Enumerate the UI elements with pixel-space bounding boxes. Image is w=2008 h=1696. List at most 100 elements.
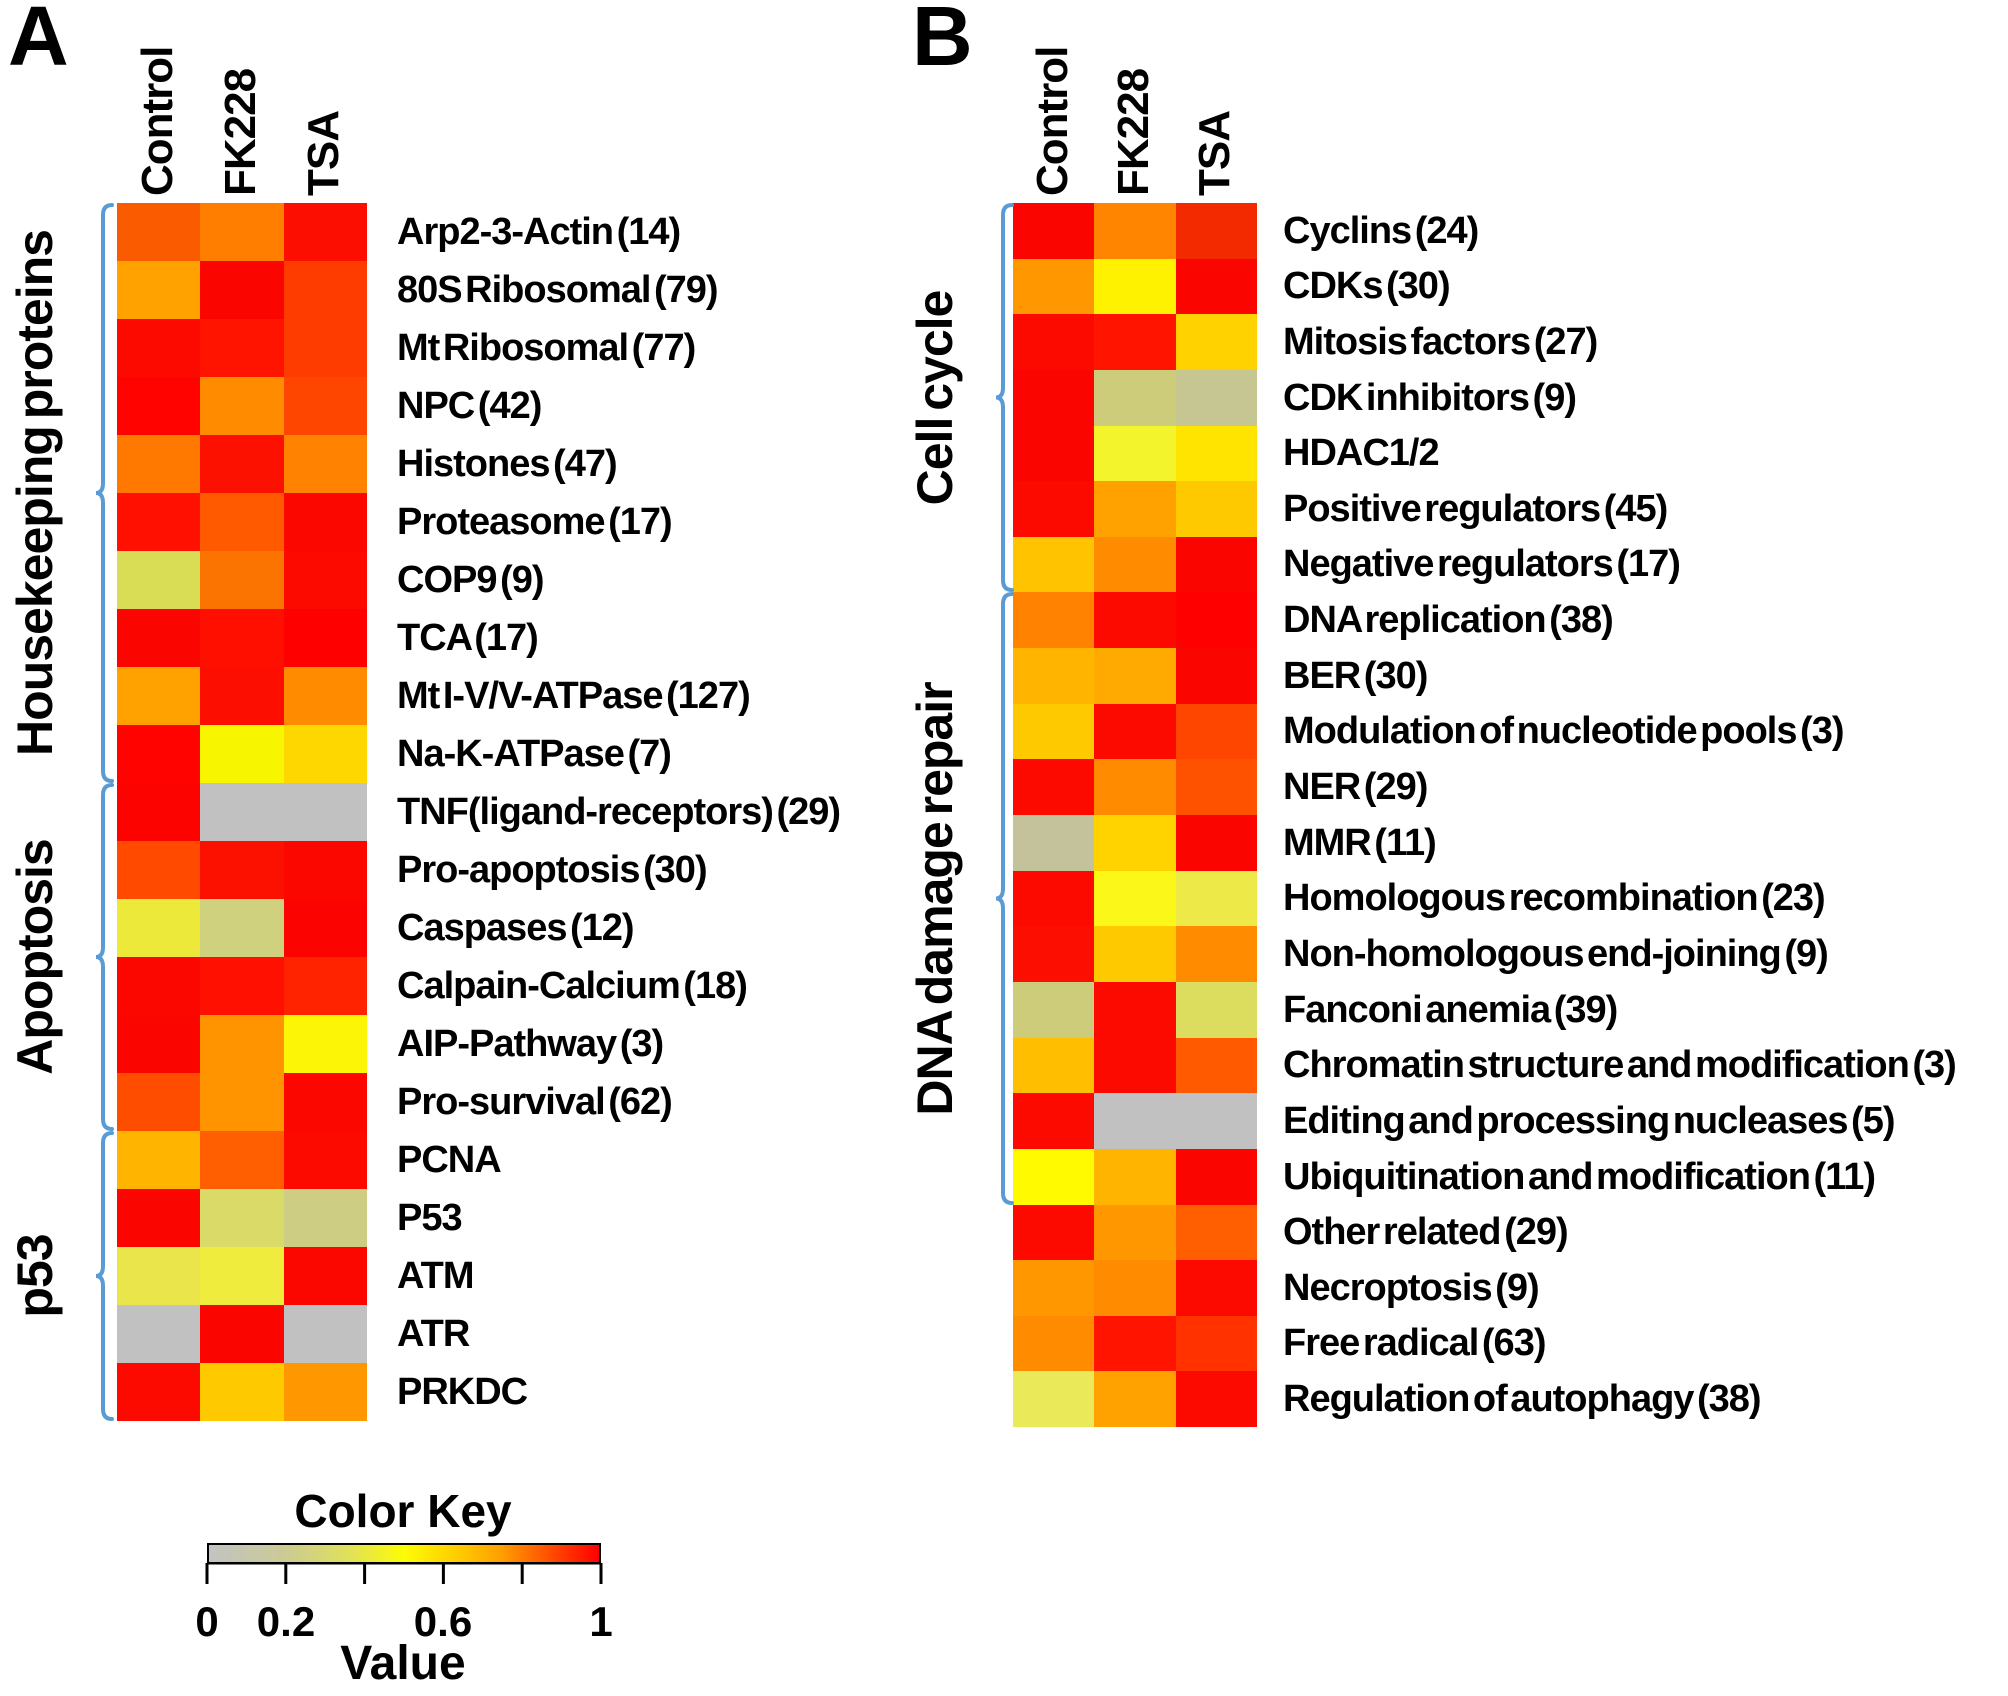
heatmap-cell xyxy=(1094,426,1176,481)
row-label: CDKs (30) xyxy=(1283,265,1451,307)
group-bracket xyxy=(995,592,1014,1205)
row-label: Pro-survival (62) xyxy=(397,1080,673,1123)
row-label: P53 xyxy=(397,1196,463,1239)
row-label: Free radical (63) xyxy=(1283,1322,1546,1364)
heatmap-cell xyxy=(117,1305,200,1363)
row-label: Mt Ribosomal (77) xyxy=(397,326,696,369)
row-label: NPC (42) xyxy=(397,384,542,427)
color-key-gradient-bar xyxy=(207,1543,601,1564)
row-label: Editing and processing nucleases (5) xyxy=(1283,1099,1895,1142)
row-label: BER (30) xyxy=(1283,654,1428,697)
heatmap-cell xyxy=(1013,203,1094,259)
heatmap-cell xyxy=(284,551,367,609)
heatmap-cell xyxy=(200,667,284,725)
heatmap-cell xyxy=(1176,426,1257,481)
heatmap-cell xyxy=(117,1015,200,1073)
row-label: Mitosis factors (27) xyxy=(1283,320,1598,363)
heatmap-cell xyxy=(1176,1316,1257,1371)
heatmap-cell xyxy=(1176,926,1257,982)
heatmap-cell xyxy=(1013,1149,1094,1205)
heatmap-cell xyxy=(284,493,367,551)
heatmap-cell xyxy=(284,841,367,899)
group-label: Housekeeping proteins xyxy=(7,230,63,756)
heatmap-cell xyxy=(117,957,200,1015)
heatmap-cell xyxy=(1094,704,1176,759)
panel-a-letter: A xyxy=(8,0,69,83)
column-header-fk228: FK228 xyxy=(1109,68,1158,196)
row-label: NER (29) xyxy=(1283,765,1428,808)
heatmap-cell xyxy=(284,1015,367,1073)
row-label: Modulation of nucleotide pools (3) xyxy=(1283,710,1845,752)
row-label: PCNA xyxy=(397,1138,502,1181)
heatmap-cell xyxy=(1094,648,1176,704)
heatmap-cell xyxy=(284,203,367,261)
heatmap-cell xyxy=(1094,1260,1176,1316)
heatmap-cell xyxy=(1013,648,1094,704)
group-bracket xyxy=(95,203,114,783)
column-header-control: Control xyxy=(133,46,182,196)
row-label: Cyclins (24) xyxy=(1283,209,1479,252)
row-label: MMR (11) xyxy=(1283,821,1437,864)
row-label: Arp2-3-Actin (14) xyxy=(397,210,681,253)
heatmap-cell xyxy=(1176,815,1257,871)
heatmap-cell xyxy=(1013,926,1094,982)
heatmap-cell xyxy=(284,957,367,1015)
heatmap-cell xyxy=(200,1073,284,1131)
heatmap-cell xyxy=(200,1015,284,1073)
heatmap-cell xyxy=(1094,871,1176,926)
heatmap-cell xyxy=(1094,815,1176,871)
row-label: TCA (17) xyxy=(397,616,539,659)
heatmap-cell xyxy=(1094,314,1176,370)
heatmap-cell xyxy=(200,203,284,261)
heatmap-cell xyxy=(1094,481,1176,537)
color-key-axis xyxy=(205,1562,603,1584)
row-label: Positive regulators (45) xyxy=(1283,487,1668,530)
heatmap-cell xyxy=(1176,370,1257,426)
heatmap-cell xyxy=(117,493,200,551)
heatmap-cell xyxy=(284,1073,367,1131)
heatmap-cell xyxy=(1013,759,1094,815)
column-header-control: Control xyxy=(1028,46,1077,196)
heatmap-cell xyxy=(1094,982,1176,1038)
heatmap-cell xyxy=(1176,1205,1257,1260)
heatmap-cell xyxy=(284,783,367,841)
heatmap-cell xyxy=(117,609,200,667)
heatmap-cell xyxy=(1094,926,1176,982)
heatmap-cell xyxy=(200,1363,284,1421)
heatmap-cell xyxy=(1013,815,1094,871)
row-label: Fanconi anemia (39) xyxy=(1283,988,1618,1031)
heatmap-cell xyxy=(284,1363,367,1421)
heatmap-cell xyxy=(1094,1093,1176,1149)
heatmap-cell xyxy=(117,1073,200,1131)
heatmap-cell xyxy=(1094,370,1176,426)
heatmap-cell xyxy=(200,841,284,899)
heatmap-cell xyxy=(1176,1093,1257,1149)
heatmap-cell xyxy=(1176,259,1257,314)
column-header-tsa: TSA xyxy=(299,111,348,196)
heatmap-cell xyxy=(1176,1371,1257,1427)
heatmap-cell xyxy=(1094,592,1176,648)
heatmap-cell xyxy=(1094,1149,1176,1205)
row-label: Other related (29) xyxy=(1283,1211,1569,1253)
heatmap-cell xyxy=(200,957,284,1015)
row-label: Proteasome (17) xyxy=(397,500,673,543)
row-label: Pro-apoptosis (30) xyxy=(397,848,708,891)
heatmap-cell xyxy=(1094,259,1176,314)
heatmap-cell xyxy=(200,493,284,551)
row-label: Non-homologous end-joining (9) xyxy=(1283,932,1829,975)
heatmap-cell xyxy=(1013,1093,1094,1149)
heatmap-cell xyxy=(284,899,367,957)
heatmap-cell xyxy=(200,551,284,609)
heatmap-cell xyxy=(284,1305,367,1363)
row-label: CDK inhibitors (9) xyxy=(1283,376,1577,419)
row-label: TNF(ligand-receptors) (29) xyxy=(397,790,841,833)
color-key-tick-label: 1 xyxy=(589,1598,613,1645)
group-label: Cell cycle xyxy=(907,290,963,506)
heatmap-cell xyxy=(1013,314,1094,370)
heatmap-cell xyxy=(117,377,200,435)
row-label: HDAC1/2 xyxy=(1283,432,1440,474)
row-label: COP9 (9) xyxy=(397,558,544,601)
heatmap-cell xyxy=(1013,1316,1094,1371)
heatmap-cell xyxy=(284,1247,367,1305)
heatmap-cell xyxy=(117,551,200,609)
